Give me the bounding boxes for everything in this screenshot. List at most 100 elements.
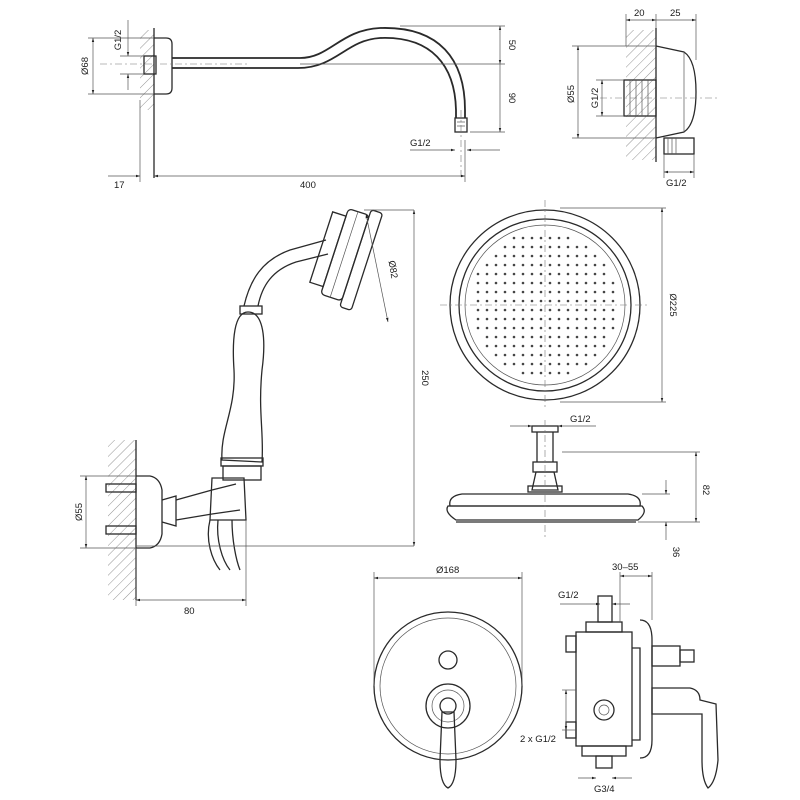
mixer-side-view: G1/2 30–55 2 x G1/2 G3/4 bbox=[520, 562, 719, 795]
nozzle-dot bbox=[521, 335, 525, 339]
nozzle-dot bbox=[548, 353, 552, 357]
nozzle-dot bbox=[485, 281, 489, 285]
nozzle-dot bbox=[485, 263, 489, 267]
arm-thread bbox=[143, 55, 157, 75]
nozzle-dot bbox=[584, 299, 588, 303]
nozzle-dot bbox=[539, 281, 543, 285]
nozzle-dot bbox=[494, 299, 498, 303]
nozzle-dot bbox=[494, 344, 498, 348]
mixer-outlet bbox=[595, 755, 613, 769]
nozzle-dot bbox=[557, 326, 561, 330]
nozzle-dot bbox=[539, 362, 543, 366]
dim-mixer-inlets: 2 x G1/2 bbox=[520, 734, 556, 745]
nozzle-dot bbox=[494, 290, 498, 294]
wall-hatch bbox=[140, 30, 154, 110]
nozzle-dot bbox=[566, 326, 570, 330]
nozzle-dot bbox=[503, 281, 507, 285]
nozzle-dot bbox=[494, 281, 498, 285]
shower-arm-view: G1/2 Ø68 50 90 G1/2 17 400 bbox=[80, 20, 517, 191]
nozzle-dot bbox=[593, 335, 597, 339]
dim-rain-rim: 36 bbox=[670, 547, 681, 558]
nozzle-dot bbox=[611, 281, 615, 285]
nozzle-dot bbox=[521, 317, 525, 321]
nozzle-dot bbox=[548, 344, 552, 348]
nozzle-dot bbox=[557, 263, 561, 267]
nozzle-dot bbox=[521, 290, 525, 294]
nozzle-dot bbox=[584, 281, 588, 285]
nozzle-dot bbox=[539, 299, 543, 303]
nozzle-dot bbox=[548, 371, 552, 375]
nozzle-dot bbox=[521, 281, 525, 285]
nozzle-dot bbox=[575, 326, 579, 330]
nozzle-dot bbox=[548, 317, 552, 321]
nozzle-dot bbox=[611, 290, 615, 294]
nozzle-dot bbox=[503, 254, 507, 258]
nozzle-dot bbox=[575, 290, 579, 294]
dim-hand-head-dia: Ø82 bbox=[385, 260, 399, 280]
nozzle-dot bbox=[548, 290, 552, 294]
nozzle-dot bbox=[557, 236, 561, 240]
hand-shower-neck bbox=[243, 239, 329, 307]
mixer-side-inlet bbox=[593, 699, 615, 721]
nozzle-dot bbox=[602, 308, 606, 312]
dim-arm-reach: 400 bbox=[300, 180, 316, 191]
nozzle-dot bbox=[575, 308, 579, 312]
nozzle-dot bbox=[602, 272, 606, 276]
nozzle-dot bbox=[584, 362, 588, 366]
nozzle-dot bbox=[521, 299, 525, 303]
nozzle-dot bbox=[503, 299, 507, 303]
mixer-plate-side bbox=[639, 619, 653, 759]
nozzle-dot bbox=[476, 317, 480, 321]
nozzle-dot bbox=[584, 335, 588, 339]
nozzle-dot bbox=[593, 326, 597, 330]
nozzle-dot bbox=[512, 272, 516, 276]
nozzle-dot bbox=[530, 263, 534, 267]
dim-elbow-thread-in: G1/2 bbox=[590, 88, 601, 109]
arm-tube bbox=[172, 27, 466, 118]
nozzle-dot bbox=[539, 353, 543, 357]
nozzle-dot bbox=[512, 299, 516, 303]
nozzle-dot bbox=[548, 254, 552, 258]
nozzle-dot bbox=[476, 272, 480, 276]
nozzle-dot bbox=[575, 281, 579, 285]
nozzle-dot bbox=[539, 335, 543, 339]
nozzle-dot bbox=[575, 335, 579, 339]
nozzle-dot bbox=[584, 326, 588, 330]
nozzle-dot bbox=[476, 308, 480, 312]
nozzle-dot bbox=[539, 272, 543, 276]
nozzle-dot bbox=[557, 344, 561, 348]
nozzle-dot bbox=[530, 236, 534, 240]
nozzle-dot bbox=[575, 245, 579, 249]
dim-elbow-thread-out: G1/2 bbox=[666, 178, 687, 189]
nozzle-dot bbox=[503, 290, 507, 294]
nozzle-dot bbox=[566, 281, 570, 285]
nozzle-dot bbox=[593, 308, 597, 312]
nozzle-dot bbox=[530, 308, 534, 312]
nozzle-dot bbox=[485, 299, 489, 303]
nozzle-dot bbox=[521, 362, 525, 366]
nozzle-dot bbox=[476, 281, 480, 285]
nozzle-dot bbox=[494, 308, 498, 312]
nozzle-dot bbox=[503, 353, 507, 357]
nozzle-dot bbox=[539, 317, 543, 321]
nozzle-dot bbox=[584, 272, 588, 276]
nozzle-dot bbox=[530, 281, 534, 285]
nozzle-dot bbox=[512, 362, 516, 366]
nozzle-dot bbox=[494, 317, 498, 321]
nozzle-dot bbox=[602, 299, 606, 303]
nozzle-dot bbox=[602, 317, 606, 321]
nozzle-dot bbox=[530, 326, 534, 330]
nozzle-dot bbox=[539, 263, 543, 267]
nozzle-dot bbox=[602, 263, 606, 267]
nozzle-dot bbox=[521, 263, 525, 267]
nozzle-dot bbox=[539, 236, 543, 240]
nozzle-dot bbox=[512, 308, 516, 312]
mixer-side-lever bbox=[651, 687, 719, 789]
nozzle-dot bbox=[521, 245, 525, 249]
nozzle-dot bbox=[593, 299, 597, 303]
nozzle-dot bbox=[485, 335, 489, 339]
mixer-front-view: Ø168 bbox=[373, 565, 523, 789]
nozzle-dot bbox=[593, 263, 597, 267]
nozzle-dot bbox=[593, 353, 597, 357]
dim-arm-rise: 50 bbox=[506, 40, 517, 51]
